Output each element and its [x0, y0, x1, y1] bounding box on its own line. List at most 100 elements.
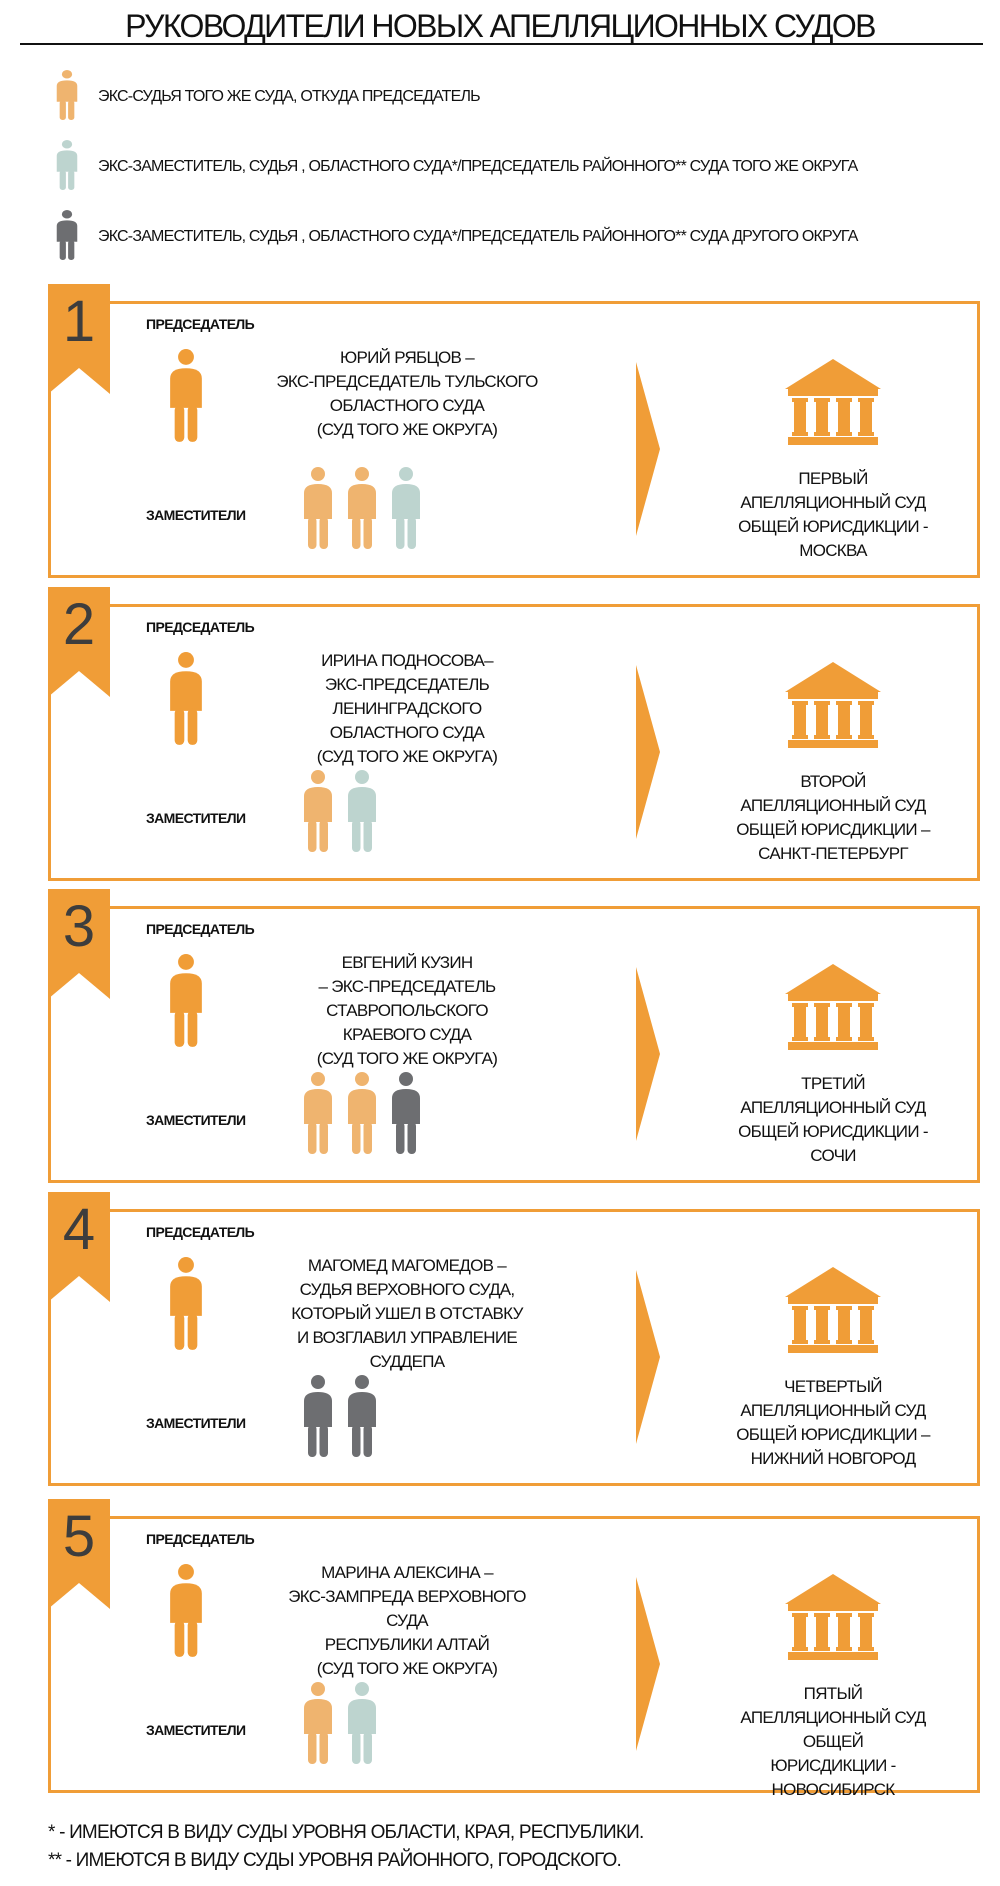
chair-description-line: КОТОРЫЙ УШЕЛ В ОТСТАВКУ	[291, 1304, 523, 1323]
court-panel-5: 5 ПРЕДСЕДАТЕЛЬ МАРИНА АЛЕКСИНА – ЭКС-ЗАМПРЕ…	[48, 1499, 980, 1799]
deputy-person-icon	[391, 1072, 421, 1159]
deputies	[303, 770, 377, 857]
court-panel-2: 2 ПРЕДСЕДАТЕЛЬ ИРИНА ПОДНОСОВА–ЭКС-ПРЕДСЕД…	[48, 587, 980, 881]
courthouse-icon	[785, 1574, 881, 1660]
chair-description: МАГОМЕД МАГОМЕДОВ – СУДЬЯ ВЕРХОВНОГО СУДА…	[271, 1254, 543, 1374]
chair-label: ПРЕДСЕДАТЕЛЬ	[146, 1531, 255, 1547]
chair-description-line: ЕВГЕНИЙ КУЗИН	[341, 953, 474, 972]
deputy-person-icon	[347, 1375, 377, 1462]
court-name-line: ТРЕТИЙ	[801, 1074, 865, 1093]
person-icon	[56, 139, 78, 195]
court-panel-4: 4 ПРЕДСЕДАТЕЛЬ МАГОМЕД МАГОМЕДОВ – СУДЬЯ ВЕ…	[48, 1192, 980, 1486]
chair-description-line: ЭКС-ЗАМПРЕДА ВЕРХОВНОГО СУДА	[288, 1587, 526, 1630]
chair-description-line: ЭКС-ПРЕДСЕДАТЕЛЬ ТУЛЬСКОГО	[276, 372, 538, 391]
chair-description-line: (СУД ТОГО ЖЕ ОКРУГА)	[316, 1049, 498, 1068]
deputy-person-icon	[391, 467, 421, 554]
deputy-person-icon	[303, 770, 333, 857]
deputies	[303, 1682, 377, 1769]
chair-label: ПРЕДСЕДАТЕЛЬ	[146, 1224, 255, 1240]
arrow-right-icon	[636, 362, 660, 536]
deputy-person-icon	[347, 1072, 377, 1159]
chair-person-icon	[169, 1257, 203, 1360]
deputies-label: ЗАМЕСТИТЕЛИ	[146, 1415, 246, 1431]
chair-description-line: МАГОМЕД МАГОМЕДОВ –	[307, 1256, 507, 1275]
arrow-right-icon	[636, 967, 660, 1141]
title-divider	[20, 43, 983, 45]
chair-description-line: РЕСПУБЛИКИ АЛТАЙ	[324, 1635, 490, 1654]
court-name-line: НОВОСИБИРСК	[771, 1780, 896, 1799]
legend-label: ЭКС-ЗАМЕСТИТЕЛЬ, СУДЬЯ , ОБЛАСТНОГО СУДА…	[98, 228, 858, 245]
number-badge: 1	[48, 284, 110, 394]
court-name-line: ОБЩЕЙ ЮРИСДИКЦИИ -	[738, 1122, 928, 1141]
chair-description-line: СУДЬЯ ВЕРХОВНОГО СУДА,	[299, 1280, 516, 1299]
court-name-line: АПЕЛЛЯЦИОННЫЙ СУД	[740, 796, 926, 815]
arrow-right-icon	[636, 1577, 660, 1751]
chair-description-line: ЭКС-ПРЕДСЕДАТЕЛЬ ЛЕНИНГРАДСКОГО	[324, 675, 490, 718]
court-name: ТРЕТИЙ АПЕЛЛЯЦИОННЫЙ СУД ОБЩЕЙ ЮРИСДИКЦИИ …	[711, 1072, 955, 1168]
number-badge: 2	[48, 587, 110, 697]
deputies	[303, 1072, 421, 1159]
number-badge: 3	[48, 889, 110, 999]
court-number: 4	[62, 1197, 96, 1262]
deputies-label: ЗАМЕСТИТЕЛИ	[146, 1722, 246, 1738]
deputy-person-icon	[347, 1682, 377, 1769]
page-title: РУКОВОДИТЕЛИ НОВЫХ АПЕЛЛЯЦИОННЫХ СУДОВ	[125, 8, 876, 44]
number-badge: 5	[48, 1499, 110, 1609]
legend-item: ЭКС-ЗАМЕСТИТЕЛЬ, СУДЬЯ , ОБЛАСТНОГО СУДА…	[56, 209, 858, 262]
chair-description-line: (СУД ТОГО ЖЕ ОКРУГА)	[316, 420, 498, 439]
court-name: ВТОРОЙ АПЕЛЛЯЦИОННЫЙ СУД ОБЩЕЙ ЮРИСДИКЦИИ …	[711, 770, 955, 866]
deputies	[303, 467, 421, 554]
chair-description-line: (СУД ТОГО ЖЕ ОКРУГА)	[316, 747, 498, 766]
person-icon	[56, 69, 78, 125]
deputy-person-icon	[303, 1072, 333, 1159]
court-name-line: СОЧИ	[810, 1146, 856, 1165]
legend-label: ЭКС-СУДЬЯ ТОГО ЖЕ СУДА, ОТКУДА ПРЕДСЕДАТ…	[98, 88, 481, 105]
courthouse-icon	[785, 359, 881, 445]
chair-person-icon	[169, 954, 203, 1057]
chair-description-line: – ЭКС-ПРЕДСЕДАТЕЛЬ СТАВРОПОЛЬСКОГО	[318, 977, 496, 1020]
deputy-person-icon	[303, 1375, 333, 1462]
court-name-line: ЧЕТВЕРТЫЙ	[784, 1377, 882, 1396]
court-name-line: МОСКВА	[799, 541, 867, 560]
courthouse-icon	[785, 964, 881, 1050]
chair-person-icon	[169, 1564, 203, 1667]
court-name-line: ПЯТЫЙ	[803, 1684, 863, 1703]
deputy-person-icon	[303, 1682, 333, 1769]
chair-description-line: ОБЛАСТНОГО СУДА	[329, 723, 485, 742]
deputy-person-icon	[347, 467, 377, 554]
chair-description-line: (СУД ТОГО ЖЕ ОКРУГА)	[316, 1659, 498, 1678]
court-name-line: НИЖНИЙ НОВГОРОД	[750, 1449, 916, 1468]
deputy-person-icon	[303, 467, 333, 554]
court-name-line: ЮРИСДИКЦИИ -	[770, 1756, 896, 1775]
chair-description-line: МАРИНА АЛЕКСИНА –	[321, 1563, 493, 1582]
court-name-line: АПЕЛЛЯЦИОННЫЙ СУД	[740, 1401, 926, 1420]
court-name-line: ОБЩЕЙ ЮРИСДИКЦИИ –	[736, 820, 930, 839]
deputies-label: ЗАМЕСТИТЕЛИ	[146, 507, 246, 523]
court-panel-3: 3 ПРЕДСЕДАТЕЛЬ ЕВГЕНИЙ КУЗИН – ЭКС-ПРЕДСЕДА…	[48, 889, 980, 1183]
legend-item: ЭКС-ЗАМЕСТИТЕЛЬ, СУДЬЯ , ОБЛАСТНОГО СУДА…	[56, 139, 858, 195]
chair-person-icon	[169, 652, 203, 755]
number-badge: 4	[48, 1192, 110, 1302]
court-name-line: ПЕРВЫЙ	[798, 469, 868, 488]
deputies-label: ЗАМЕСТИТЕЛИ	[146, 1112, 246, 1128]
court-name-line: ВТОРОЙ	[800, 772, 866, 791]
deputies	[303, 1375, 377, 1462]
court-name-line: АПЕЛЛЯЦИОННЫЙ СУД	[740, 1098, 926, 1117]
footnote-2: ** - ИМЕЮТСЯ В ВИДУ СУДЫ УРОВНЯ РАЙОННОГ…	[48, 1850, 622, 1871]
chair-label: ПРЕДСЕДАТЕЛЬ	[146, 921, 255, 937]
chair-description: ИРИНА ПОДНОСОВА–ЭКС-ПРЕДСЕДАТЕЛЬ ЛЕНИНГР…	[271, 649, 543, 769]
arrow-right-icon	[636, 1270, 660, 1444]
court-name-line: ОБЩЕЙ ЮРИСДИКЦИИ -	[738, 517, 928, 536]
footnote-1: * - ИМЕЮТСЯ В ВИДУ СУДЫ УРОВНЯ ОБЛАСТИ, …	[48, 1822, 644, 1843]
courthouse-icon	[785, 1267, 881, 1353]
chair-description-line: КРАЕВОГО СУДА	[342, 1025, 472, 1044]
legend-label: ЭКС-ЗАМЕСТИТЕЛЬ, СУДЬЯ , ОБЛАСТНОГО СУДА…	[98, 158, 858, 175]
legend-item: ЭКС-СУДЬЯ ТОГО ЖЕ СУДА, ОТКУДА ПРЕДСЕДАТ…	[56, 69, 481, 125]
court-number: 5	[62, 1504, 96, 1569]
courthouse-icon	[785, 662, 881, 748]
chair-label: ПРЕДСЕДАТЕЛЬ	[146, 316, 255, 332]
chair-label: ПРЕДСЕДАТЕЛЬ	[146, 619, 255, 635]
